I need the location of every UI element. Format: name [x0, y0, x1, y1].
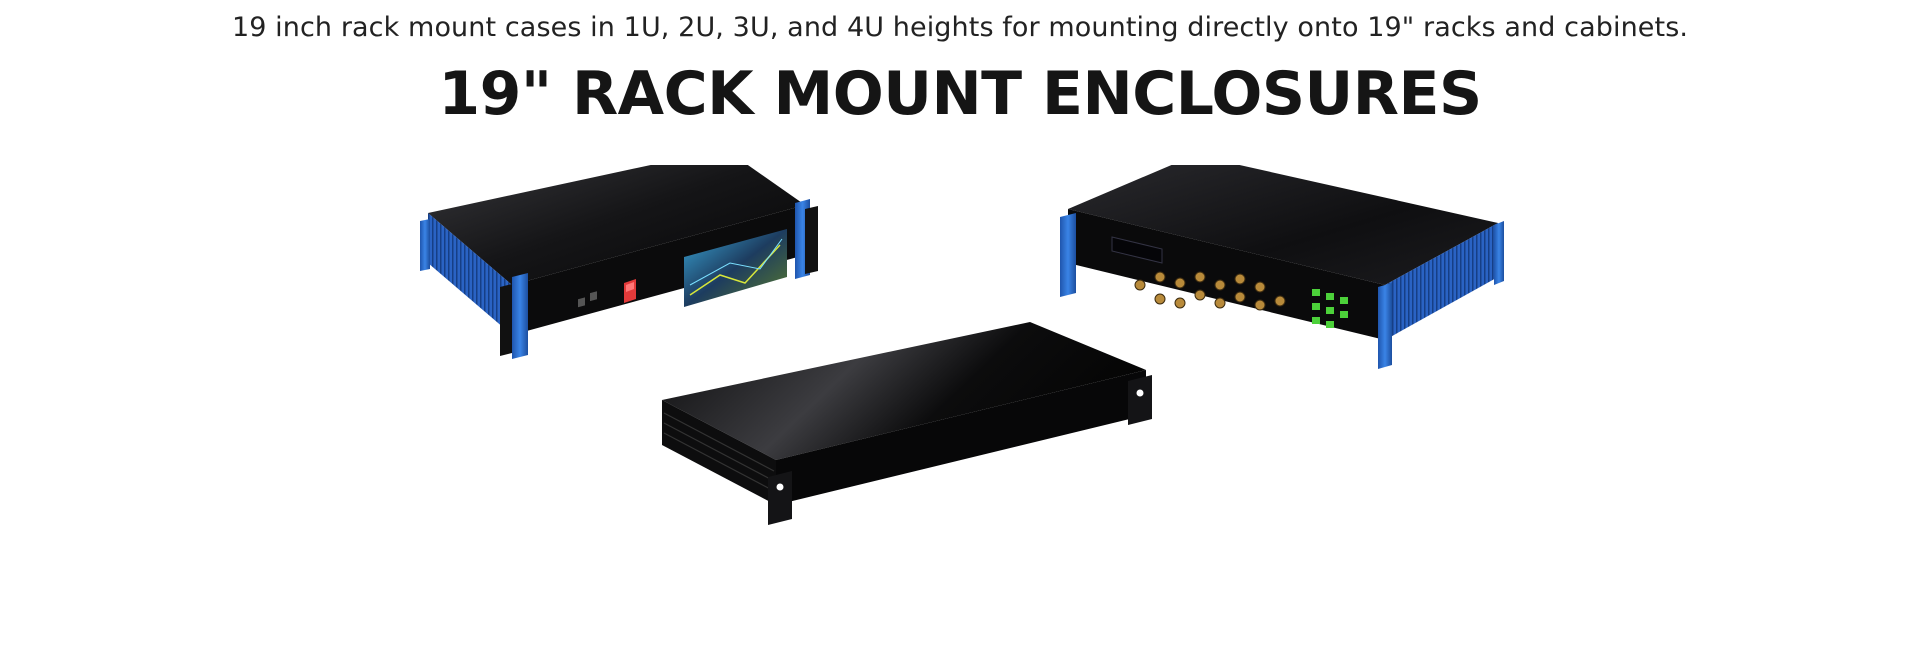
page-title: 19" RACK MOUNT ENCLOSURES — [438, 59, 1482, 129]
product-illustration — [420, 165, 1504, 525]
page-subtitle: 19 inch rack mount cases in 1U, 2U, 3U, … — [231, 12, 1689, 43]
product-enclosure-1u — [662, 322, 1152, 525]
product-enclosure-connectors — [1060, 165, 1504, 369]
product-enclosure-display — [420, 165, 818, 359]
